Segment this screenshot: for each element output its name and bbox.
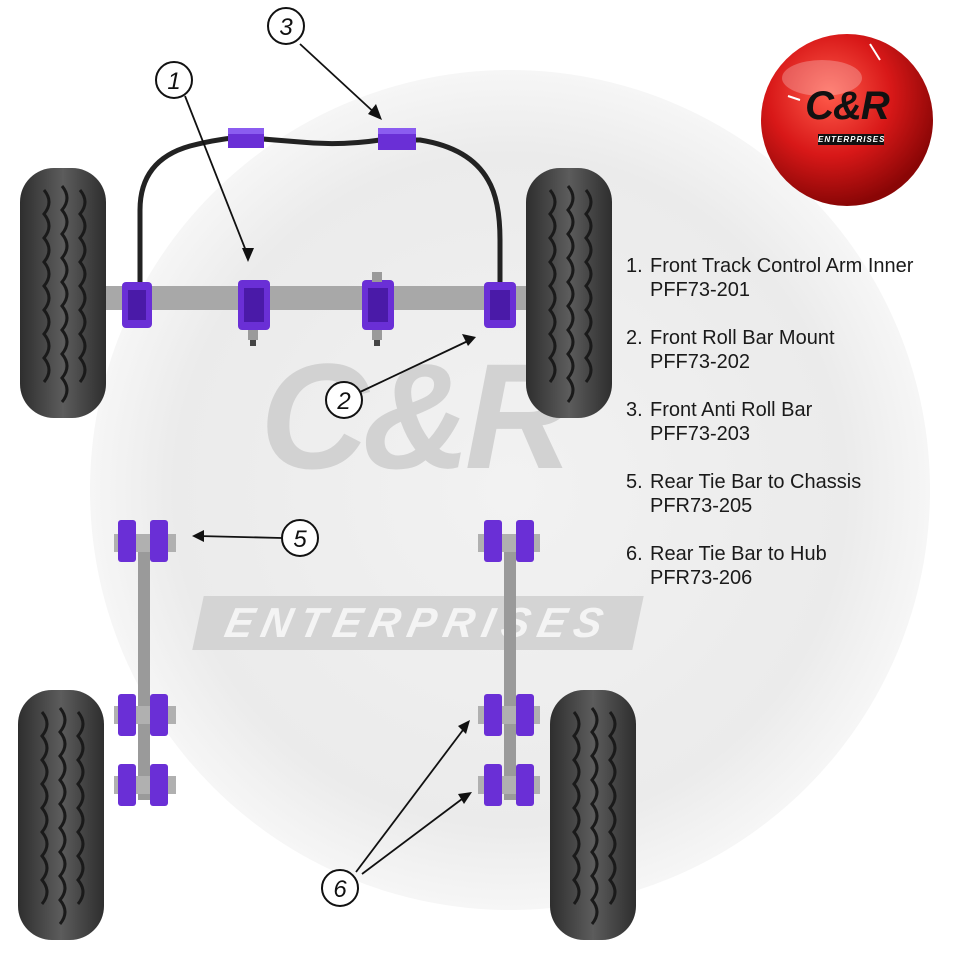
rear-bush-hub-upper-right bbox=[478, 694, 540, 736]
arrowhead-6a bbox=[458, 720, 470, 734]
rear-bush-hub-lower-left bbox=[114, 764, 176, 806]
front-right-tyre bbox=[526, 168, 612, 418]
callout-3-arrow bbox=[299, 43, 379, 117]
callout-5-label: 5 bbox=[293, 526, 307, 553]
legend-part-code: PFF73-201 bbox=[650, 279, 751, 301]
logo-subtext: ENTERPRISES bbox=[818, 134, 886, 145]
callout-1 bbox=[155, 61, 193, 99]
callout-2 bbox=[325, 381, 363, 419]
arrowhead-3 bbox=[368, 104, 382, 120]
legend-number: 6. bbox=[626, 543, 643, 565]
callout-2-label: 2 bbox=[336, 388, 350, 415]
legend-part-code: PFR73-206 bbox=[650, 567, 753, 589]
legend-title: Front Roll Bar Mount bbox=[650, 327, 835, 349]
anti-roll-bar bbox=[137, 135, 503, 282]
rear-bush-chassis-right bbox=[478, 520, 540, 562]
legend-item: 1. Front Track Control Arm Inner PFF73-20… bbox=[626, 254, 956, 302]
callout-3-label: 3 bbox=[279, 14, 293, 41]
front-left-tyre bbox=[20, 168, 106, 418]
arrowhead-1 bbox=[242, 248, 254, 262]
legend-number: 2. bbox=[626, 327, 643, 349]
rear-left-tyre bbox=[18, 690, 104, 940]
roll-bar-mount-left bbox=[228, 128, 264, 148]
legend-number: 1. bbox=[626, 255, 643, 277]
arrowhead-5 bbox=[192, 530, 204, 542]
front-bush-inner-left bbox=[238, 280, 270, 346]
front-bush-outer-left bbox=[122, 282, 152, 328]
front-bush-outer-right bbox=[484, 282, 516, 328]
callout-2-arrow bbox=[359, 339, 471, 393]
front-axle-bar bbox=[96, 286, 536, 310]
legend-item: 3. Front Anti Roll Bar PFF73-203 bbox=[626, 398, 956, 446]
legend-part-code: PFF73-203 bbox=[650, 423, 751, 445]
legend-part-code: PFR73-205 bbox=[650, 495, 753, 517]
callout-1-arrow bbox=[184, 95, 249, 257]
legend-title: Rear Tie Bar to Chassis bbox=[650, 471, 862, 493]
parts-legend: 1. Front Track Control Arm Inner PFF73-20… bbox=[626, 254, 956, 614]
watermark-logo: C&R bbox=[260, 332, 573, 500]
rear-bush-hub-lower-right bbox=[478, 764, 540, 806]
legend-item: 6. Rear Tie Bar to Hub PFR73-206 bbox=[626, 542, 956, 590]
legend-number: 3. bbox=[626, 399, 643, 421]
logo-disc bbox=[761, 34, 933, 206]
rear-bush-hub-upper-left bbox=[114, 694, 176, 736]
callout-circles bbox=[155, 7, 363, 907]
callout-6-label: 6 bbox=[333, 876, 347, 903]
rear-tie-bar-left bbox=[138, 540, 150, 800]
legend-title: Front Anti Roll Bar bbox=[650, 399, 813, 421]
callout-6-arrow-lower bbox=[361, 795, 467, 875]
callout-5-arrow bbox=[197, 535, 283, 539]
legend-number: 5. bbox=[626, 471, 643, 493]
callout-3 bbox=[267, 7, 305, 45]
legend-title: Front Track Control Arm Inner bbox=[650, 255, 914, 277]
legend-item: 5. Rear Tie Bar to Chassis PFR73-205 bbox=[626, 470, 956, 518]
legend-part-code: PFF73-202 bbox=[650, 351, 751, 373]
front-bush-inner-right bbox=[362, 272, 394, 346]
roll-bar-mount-right bbox=[378, 128, 416, 150]
legend-title: Rear Tie Bar to Hub bbox=[650, 543, 827, 565]
logo-text: C&R bbox=[805, 84, 890, 128]
arrowhead-6b bbox=[458, 792, 472, 804]
brand-logo: C&R ENTERPRISES bbox=[758, 34, 936, 202]
rear-tie-bar-right bbox=[504, 540, 516, 800]
callout-1-label: 1 bbox=[167, 68, 180, 95]
callout-6 bbox=[321, 869, 359, 907]
rear-bush-chassis-left bbox=[114, 520, 176, 562]
rear-right-tyre bbox=[550, 690, 636, 940]
callout-5 bbox=[281, 519, 319, 557]
arrowhead-2 bbox=[462, 334, 476, 346]
callout-6-arrow-upper bbox=[355, 725, 467, 873]
legend-item: 2. Front Roll Bar Mount PFF73-202 bbox=[626, 326, 956, 374]
